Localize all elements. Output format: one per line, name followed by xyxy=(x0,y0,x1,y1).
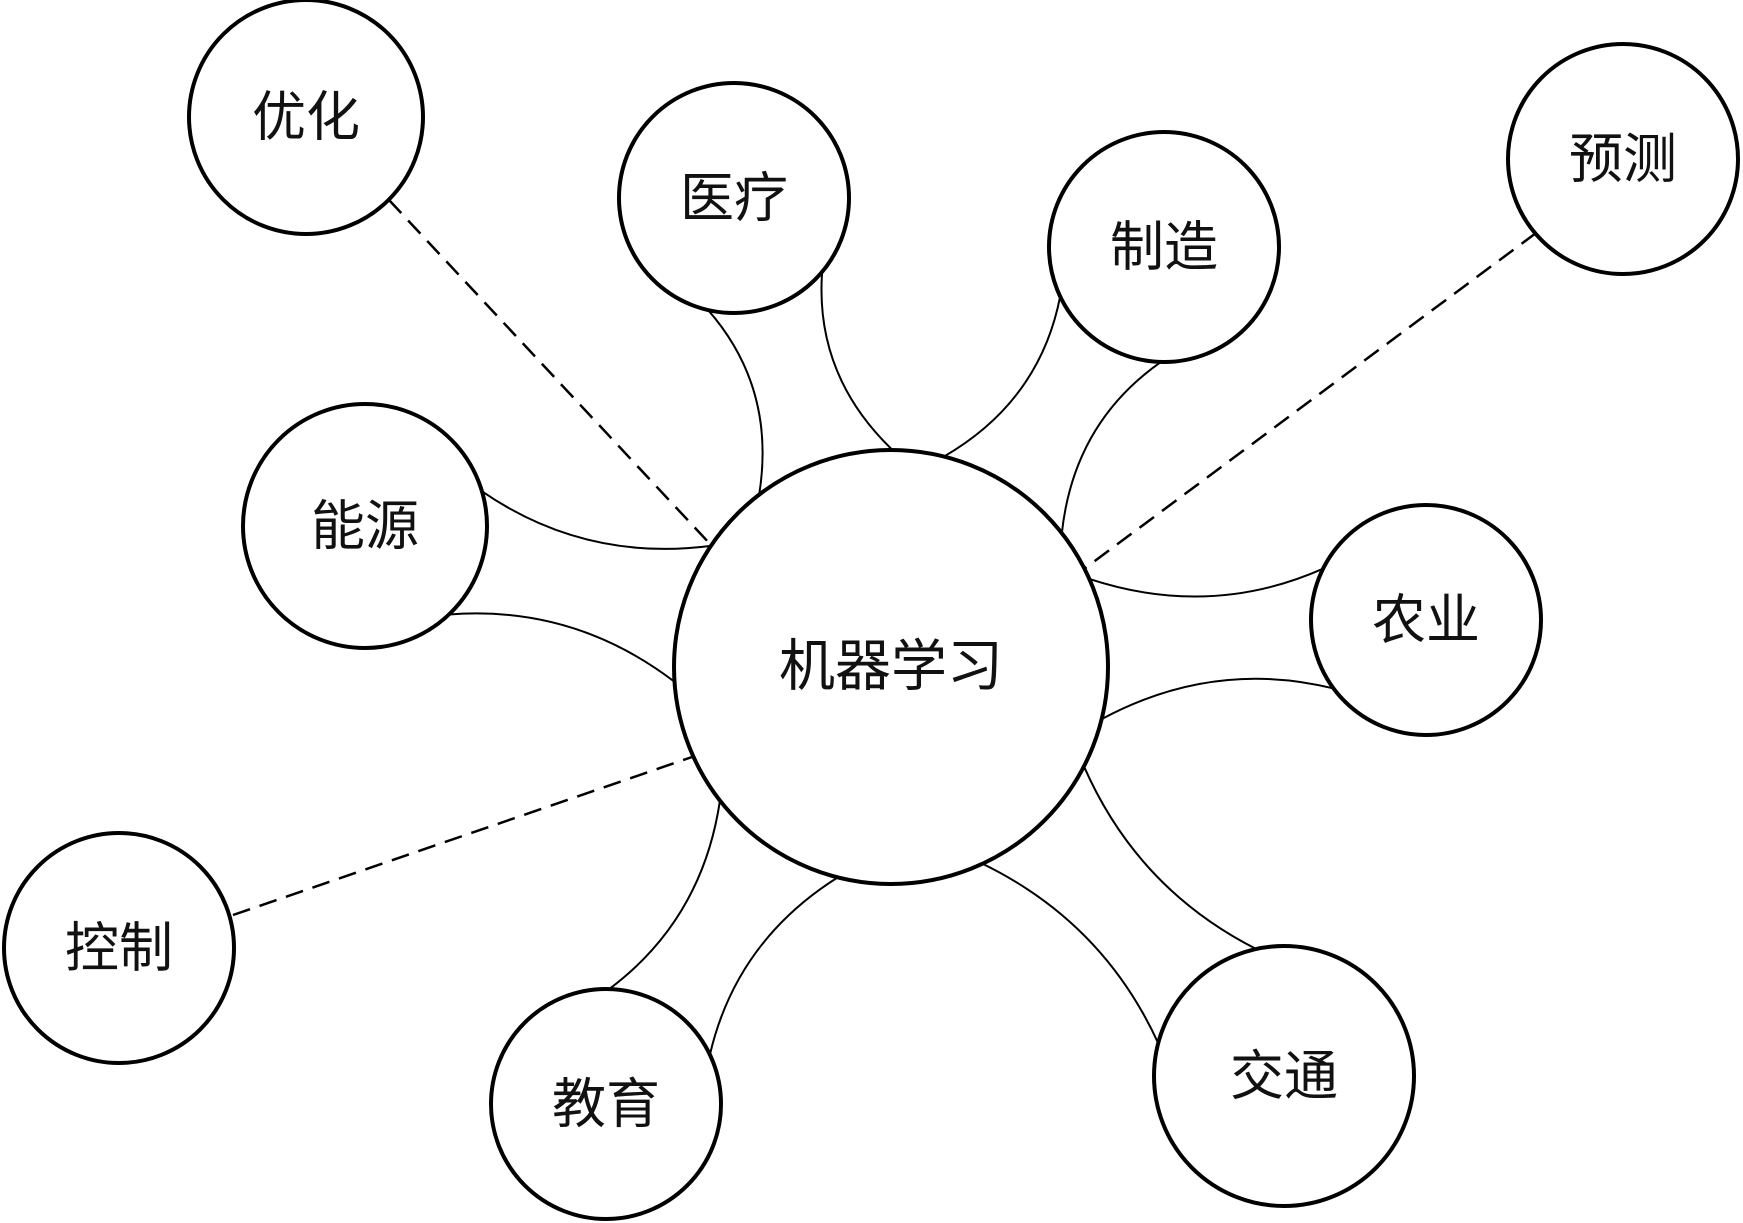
node-circle xyxy=(617,81,851,315)
node-label: 能源 xyxy=(311,495,419,558)
connector-energy xyxy=(448,612,676,683)
dashed-connector-optimization xyxy=(388,199,712,546)
node-circle xyxy=(187,0,425,236)
node-agriculture: 农业 xyxy=(1309,503,1543,737)
node-manufacturing: 制造 xyxy=(1047,130,1281,364)
node-optimization: 优化 xyxy=(187,0,425,236)
connector-medical xyxy=(707,309,764,495)
node-energy: 能源 xyxy=(241,402,489,650)
node-label: 医疗 xyxy=(680,167,788,230)
node-transport: 交通 xyxy=(1152,944,1416,1208)
node-label: 优化 xyxy=(252,86,360,149)
dashed-connector-control xyxy=(232,754,696,917)
node-circle xyxy=(1047,130,1281,364)
node-circle xyxy=(1152,944,1416,1208)
node-circle xyxy=(1506,42,1740,276)
connector-agriculture xyxy=(1089,567,1324,598)
node-circle xyxy=(241,402,489,650)
connector-agriculture xyxy=(1101,677,1334,720)
node-circle xyxy=(489,987,723,1221)
node-label: 教育 xyxy=(552,1073,660,1136)
dashed-connector-prediction xyxy=(1083,231,1537,571)
node-medical: 医疗 xyxy=(617,81,851,315)
connector-medical xyxy=(820,271,894,451)
connector-education xyxy=(708,876,839,1055)
node-prediction: 预测 xyxy=(1506,42,1740,276)
node-label: 机器学习 xyxy=(779,635,1003,700)
node-education: 教育 xyxy=(489,987,723,1221)
node-control: 控制 xyxy=(2,831,236,1065)
connector-transport xyxy=(982,862,1160,1044)
node-label: 控制 xyxy=(65,917,173,980)
connector-education xyxy=(608,800,721,990)
node-circle xyxy=(2,831,236,1065)
node-label: 制造 xyxy=(1110,216,1218,279)
node-center: 机器学习 xyxy=(672,448,1110,886)
node-circle xyxy=(1309,503,1543,737)
connector-transport xyxy=(1083,765,1257,950)
node-label: 预测 xyxy=(1569,128,1677,191)
node-label: 农业 xyxy=(1372,589,1480,652)
connector-energy xyxy=(481,490,712,550)
connector-manufacturing xyxy=(1060,361,1162,534)
node-circle xyxy=(672,448,1110,886)
node-label: 交通 xyxy=(1230,1045,1338,1108)
connector-manufacturing xyxy=(943,296,1062,458)
